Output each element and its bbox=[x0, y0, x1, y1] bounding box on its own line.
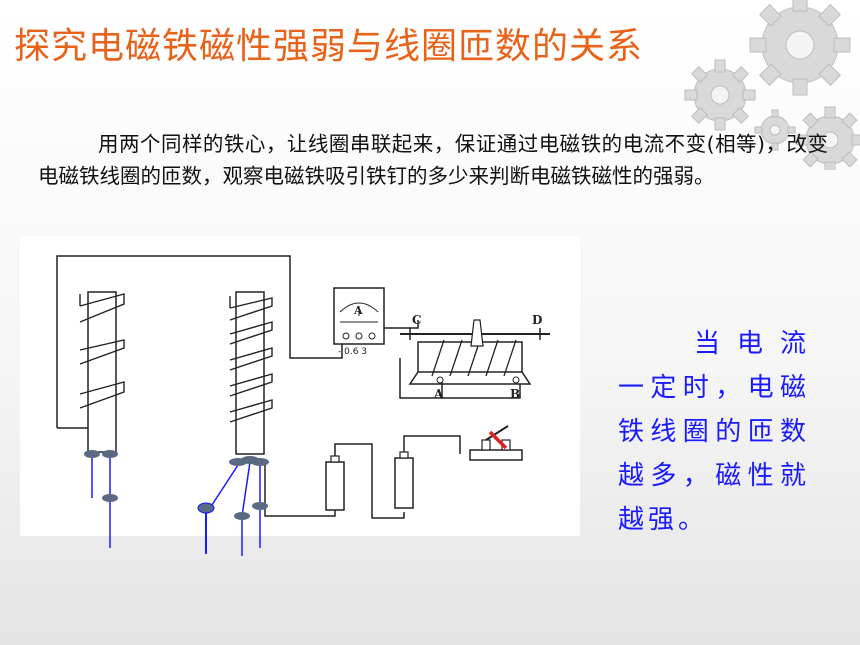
experiment-description: 用两个同样的铁心，让线圈串联起来，保证通过电磁铁的电流不变(相等)，改变电磁铁线… bbox=[38, 132, 828, 188]
nails-left bbox=[84, 450, 118, 548]
wire-to-rheostat bbox=[399, 358, 521, 399]
right-electromagnet bbox=[229, 291, 273, 455]
knife-switch bbox=[469, 425, 523, 461]
resistors bbox=[325, 451, 414, 511]
nails-right bbox=[197, 456, 269, 556]
ammeter: A - 0.6 3 bbox=[333, 287, 385, 357]
gear-decoration bbox=[684, 0, 860, 170]
wire-top-loop bbox=[56, 255, 343, 428]
rheostat-label-c: C bbox=[412, 313, 422, 327]
wire-resistor-bridge bbox=[334, 443, 405, 519]
rheostat-label-d: D bbox=[532, 313, 542, 327]
rheostat-label-b: B bbox=[510, 387, 520, 401]
wire-switch-to-resistors bbox=[403, 435, 461, 458]
ammeter-letter: A bbox=[353, 304, 363, 317]
rheostat-label-a: A bbox=[433, 387, 444, 401]
conclusion-text: 当电流一定时，电磁铁线圈的匝数越多，磁性就越强。 bbox=[618, 329, 810, 535]
circuit-diagram: A - 0.6 3 C D A B bbox=[20, 236, 580, 556]
wire-resistor-return bbox=[264, 462, 336, 517]
left-electromagnet bbox=[79, 291, 125, 453]
ammeter-scale: - 0.6 3 bbox=[338, 347, 367, 357]
rheostat: C D A B bbox=[400, 313, 550, 401]
slide-title: 探究电磁铁磁性强弱与线圈匝数的关系 bbox=[14, 26, 644, 67]
